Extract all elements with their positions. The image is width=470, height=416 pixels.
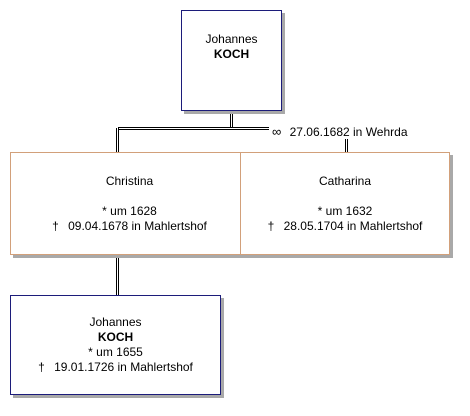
wife1-name: Christina <box>105 174 154 188</box>
death-cross-icon: † <box>267 219 275 233</box>
family-horizontal-line-right <box>232 127 269 130</box>
wife1-birth: um 1628 <box>110 204 157 218</box>
wife2-connector-line <box>345 139 348 152</box>
child-birth-line: * um 1655 <box>11 345 220 360</box>
marriage-info: ∞ 27.06.1682 in Wehrda <box>272 124 408 140</box>
birth-star-icon: * <box>317 204 323 218</box>
child-first-name: Johannes <box>89 315 142 329</box>
wife1-connector-line <box>116 128 119 152</box>
wife1-box[interactable]: Christina * um 1628 † 09.04.1678 in Mahl… <box>10 152 249 255</box>
death-cross-icon: † <box>52 219 59 233</box>
family-horizontal-line-left <box>118 127 233 130</box>
father-box[interactable]: Johannes KOCH <box>181 10 282 111</box>
father-first-name: Johannes <box>205 32 258 46</box>
child-connector-line <box>116 255 119 295</box>
birth-star-icon: * <box>102 204 107 218</box>
wife2-death: 28.05.1704 in Mahlertshof <box>283 219 423 233</box>
wife1-death: 09.04.1678 in Mahlertshof <box>68 219 207 233</box>
marriage-date-place: 27.06.1682 in Wehrda <box>289 125 408 139</box>
birth-star-icon: * <box>88 345 93 359</box>
wife2-box[interactable]: Catharina * um 1632 † 28.05.1704 in Mahl… <box>240 152 450 255</box>
wife2-birth: um 1632 <box>325 204 373 218</box>
father-surname: KOCH <box>213 47 250 61</box>
death-cross-icon: † <box>38 360 45 374</box>
marriage-icon: ∞ <box>272 124 281 139</box>
child-birth: um 1655 <box>96 345 143 359</box>
child-surname: KOCH <box>97 330 134 344</box>
wife2-death-line: † 28.05.1704 in Mahlertshof <box>241 219 449 234</box>
child-death-line: † 19.01.1726 in Mahlertshof <box>11 360 220 375</box>
wife1-death-line: † 09.04.1678 in Mahlertshof <box>11 219 248 234</box>
wife1-birth-line: * um 1628 <box>11 204 248 219</box>
child-box[interactable]: Johannes KOCH * um 1655 † 19.01.1726 in … <box>10 295 221 395</box>
wife2-name: Catharina <box>318 174 372 188</box>
wife2-birth-line: * um 1632 <box>241 204 449 219</box>
child-death: 19.01.1726 in Mahlertshof <box>54 360 193 374</box>
father-descender-line <box>230 111 233 127</box>
